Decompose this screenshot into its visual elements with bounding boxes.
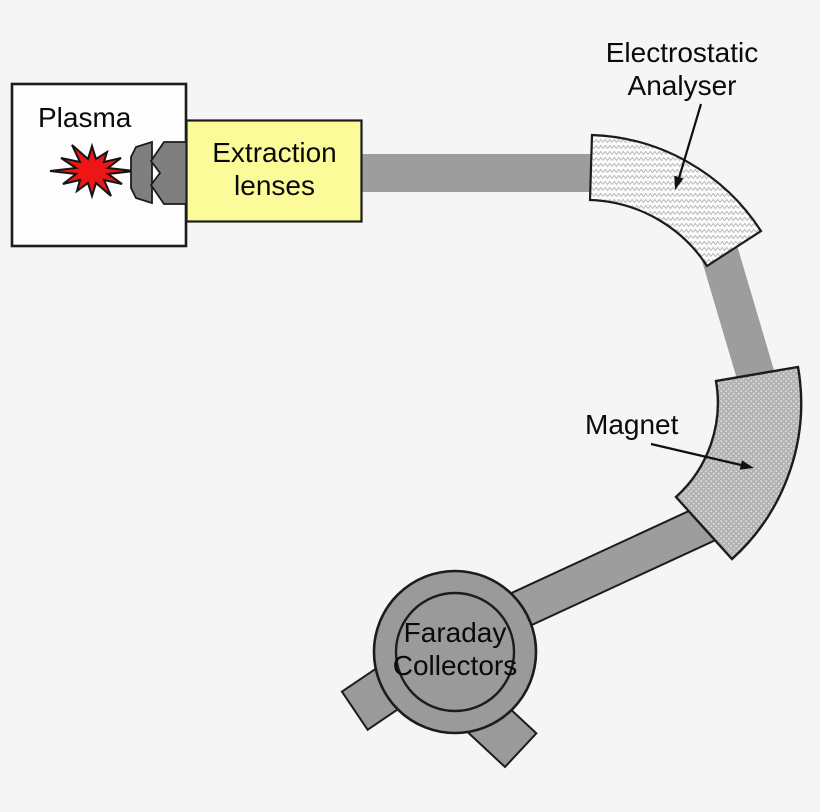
extraction-lenses-label: Extraction lenses [187, 136, 362, 202]
plasma-label-text: Plasma [38, 102, 132, 133]
plasma-starburst-icon [49, 142, 135, 200]
faraday-label-line1: Faraday [403, 617, 507, 648]
faraday-label-line2: Collectors [392, 650, 518, 681]
magnet-sector [674, 365, 803, 561]
esa-label-line1: Electrostatic [605, 37, 759, 68]
plasma-label: Plasma [38, 101, 131, 134]
ion-beam-esa-to-magnet [699, 242, 779, 396]
magnet-label: Magnet [585, 408, 678, 441]
faraday-collectors-label: Faraday Collectors [365, 616, 545, 682]
extraction-label-line2: lenses [234, 170, 315, 201]
electrostatic-analyser-label: Electrostatic Analyser [586, 36, 778, 102]
magnet-arrow [650, 442, 754, 470]
magnet-label-text: Magnet [585, 409, 679, 440]
esa-arrow [674, 103, 703, 190]
esa-label-line2: Analyser [627, 70, 737, 101]
faraday-collector-body [372, 569, 538, 735]
faraday-collector-inner-ring [394, 591, 516, 713]
electrostatic-analyser-sector [588, 133, 763, 268]
extraction-lenses-box [185, 119, 363, 223]
extraction-label-line1: Extraction [212, 137, 337, 168]
sampler-cone [130, 140, 153, 205]
